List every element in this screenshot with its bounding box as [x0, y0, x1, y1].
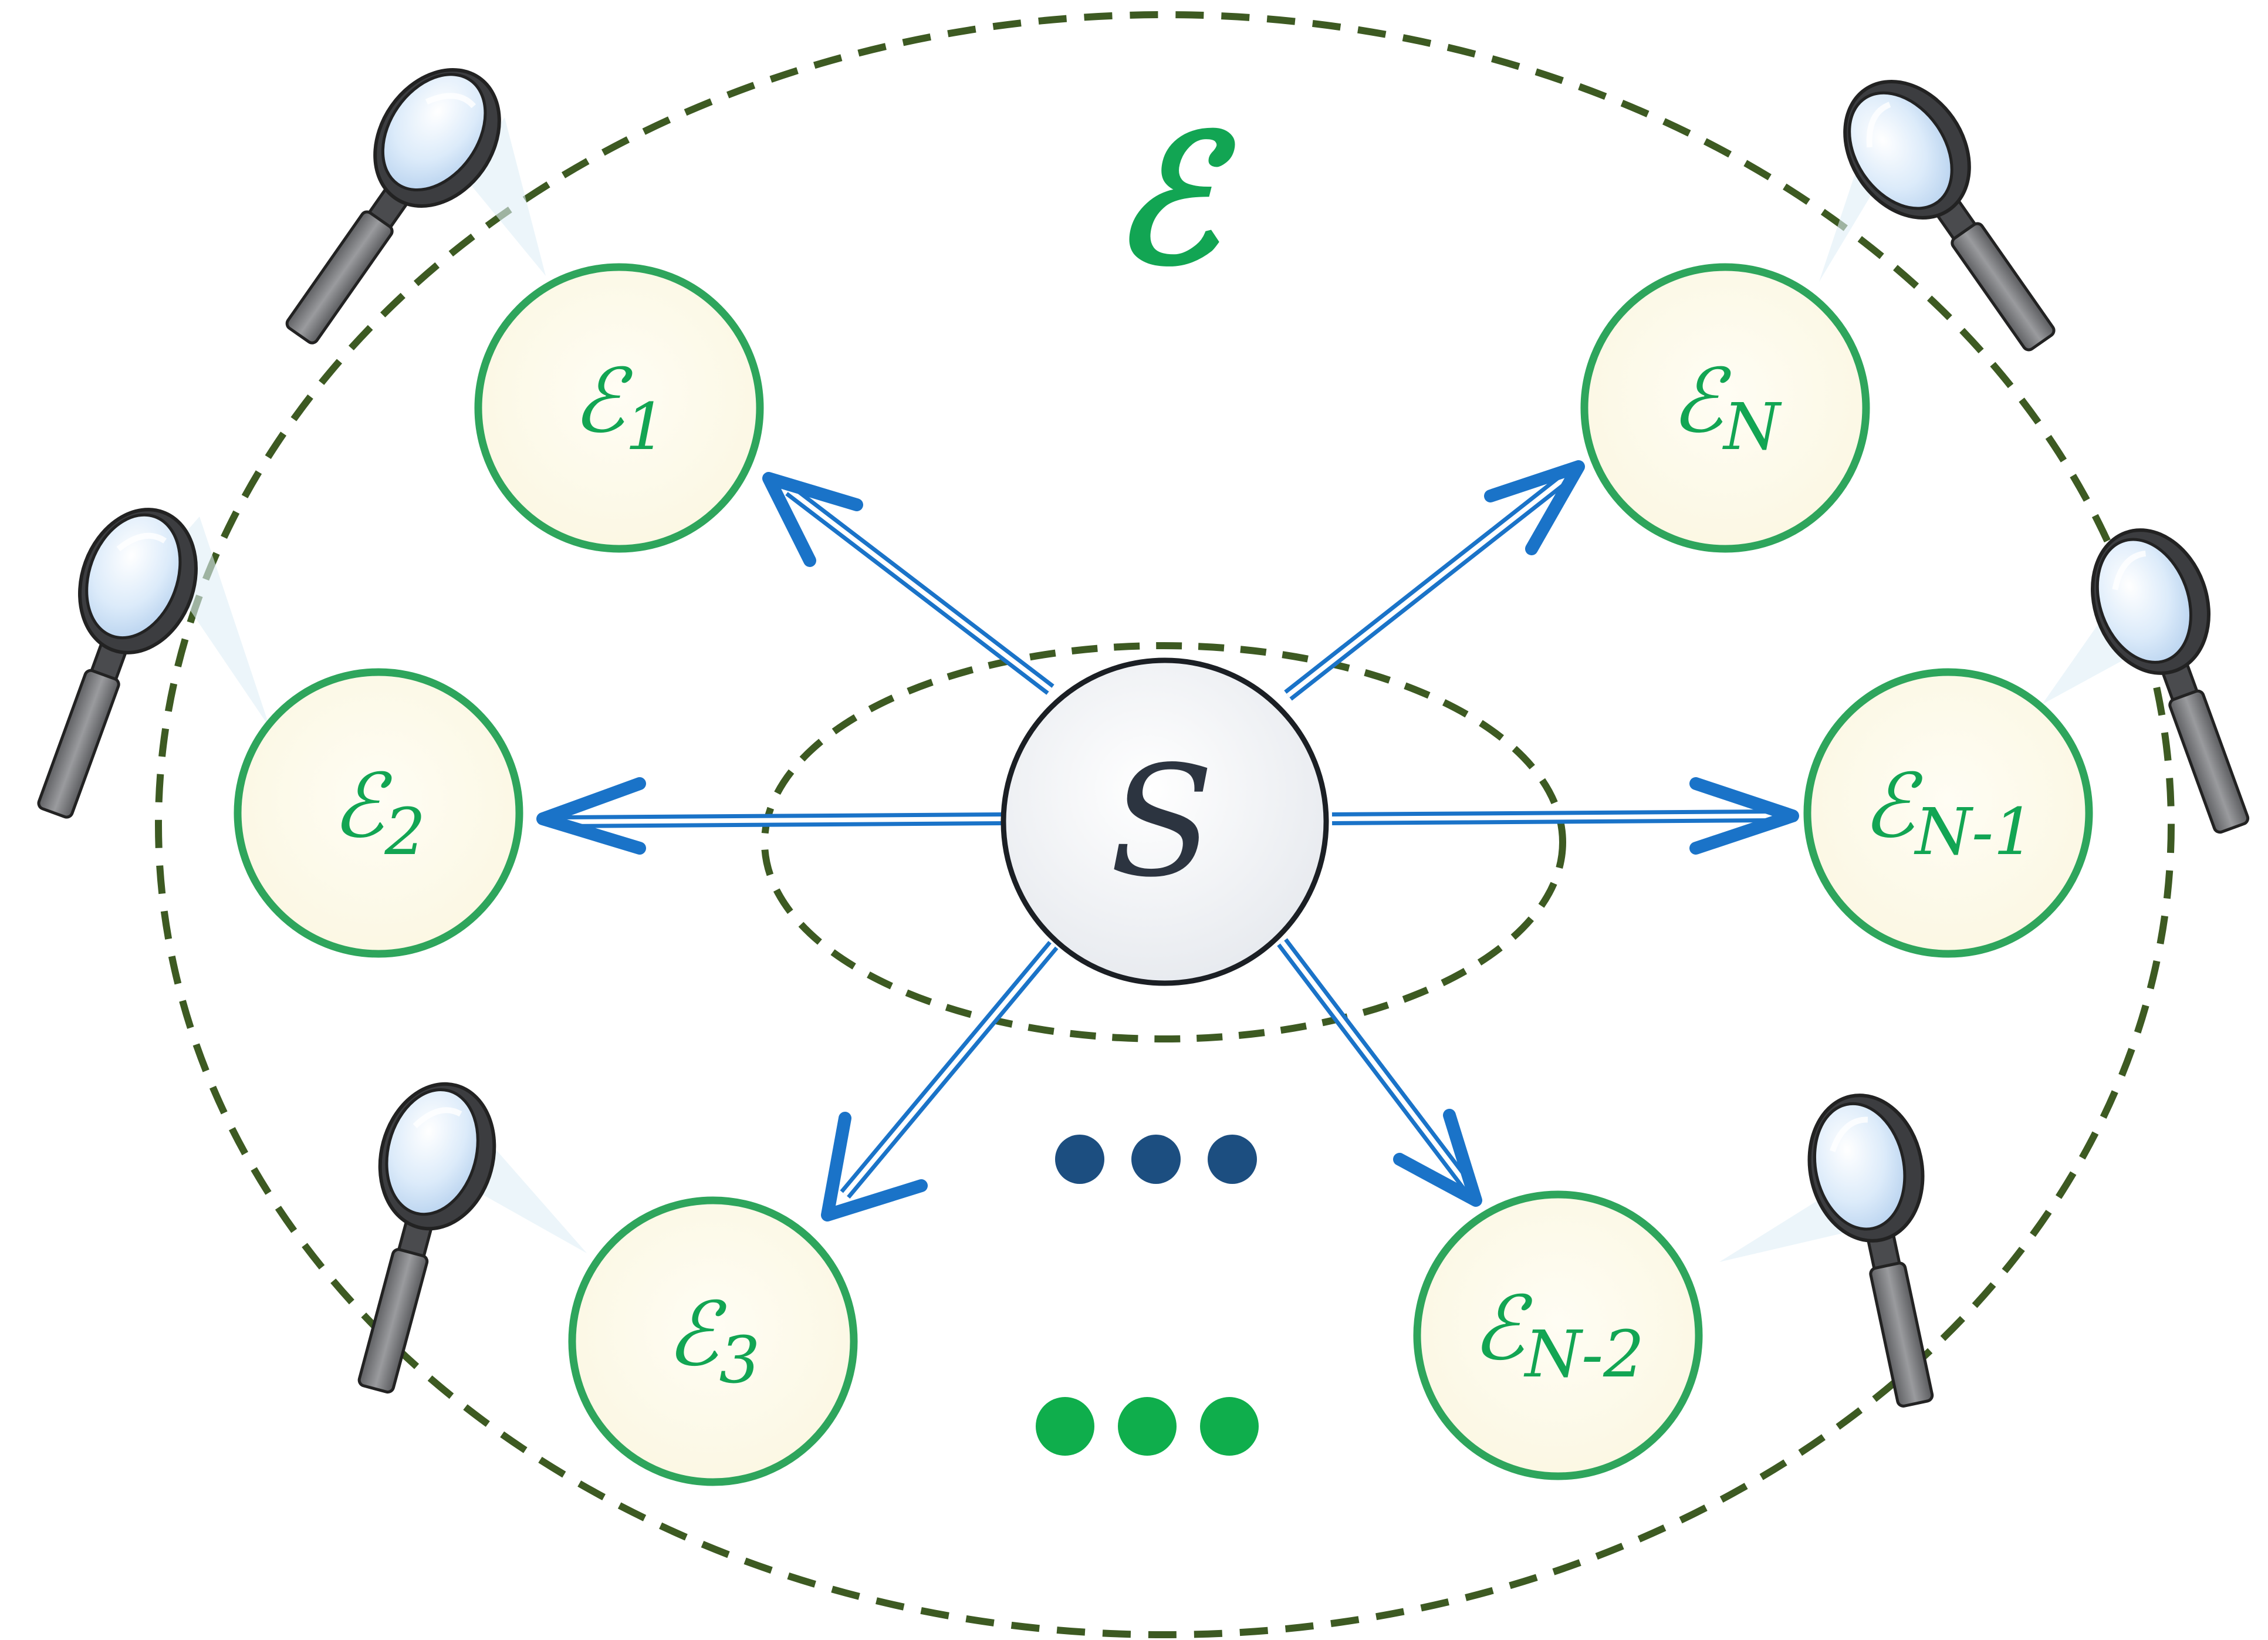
node-e1-main: ℰ	[572, 350, 633, 453]
magnifying-glass-icon	[285, 68, 501, 345]
environment-label: ℰ	[1111, 96, 1238, 303]
svg-text:ℰN-2: ℰN-2	[1472, 1278, 1644, 1392]
magnifying-glass-icon	[2091, 528, 2250, 834]
node-e1-sub: 1	[625, 389, 666, 464]
node-eN-main: ℰ	[1670, 350, 1731, 453]
svg-text:ℰN: ℰN	[1670, 350, 1782, 464]
svg-text:ℰ1: ℰ1	[572, 350, 667, 464]
node-eN-1-sub: N-1	[1914, 794, 2034, 869]
environment-boundary	[155, 11, 2175, 1638]
arrow-to-eN-2	[1277, 938, 1482, 1207]
arrow-to-eN-1	[1331, 777, 1799, 855]
magnifying-glass-icon	[357, 1082, 496, 1394]
env-node-eN: ℰN	[1580, 263, 1870, 553]
env-node-eN-2: ℰN-2	[1413, 1190, 1703, 1480]
node-eN-1-main: ℰ	[1862, 755, 1923, 858]
arrow-to-e2	[536, 777, 1004, 855]
env-node-e1: ℰ1	[474, 263, 764, 553]
system-label: S	[1110, 734, 1214, 911]
magnifying-glass-icon	[1807, 1094, 1934, 1408]
env-node-e2: ℰ2	[234, 668, 523, 958]
arrow-to-e3	[821, 940, 1059, 1221]
system-boundary	[761, 642, 1566, 1042]
env-node-e3: ℰ3	[568, 1196, 858, 1486]
node-e2-sub: 2	[384, 794, 425, 869]
node-eN-2-sub: N-2	[1523, 1317, 1644, 1392]
magnifying-glass-icon	[1843, 80, 2056, 352]
arrow-to-e1	[762, 472, 1054, 695]
env-node-eN-1: ℰN-1	[1803, 668, 2093, 958]
ellipsis-dots-blue	[1055, 1135, 1257, 1184]
node-eN-sub: N	[1722, 389, 1782, 464]
svg-text:ℰ2: ℰ2	[332, 755, 426, 869]
system-node: S	[1001, 657, 1329, 986]
arrows	[536, 460, 1799, 1221]
node-e2-main: ℰ	[332, 755, 393, 858]
svg-text:ℰN-1: ℰN-1	[1862, 755, 2034, 869]
node-eN-2-main: ℰ	[1472, 1278, 1533, 1380]
magnifying-glass-icon	[37, 508, 198, 819]
svg-text:ℰ3: ℰ3	[666, 1284, 760, 1398]
arrow-to-eN	[1284, 460, 1585, 701]
node-e3-sub: 3	[719, 1322, 760, 1398]
ellipsis-dots-green	[1036, 1397, 1259, 1456]
node-e3-main: ℰ	[666, 1284, 727, 1386]
